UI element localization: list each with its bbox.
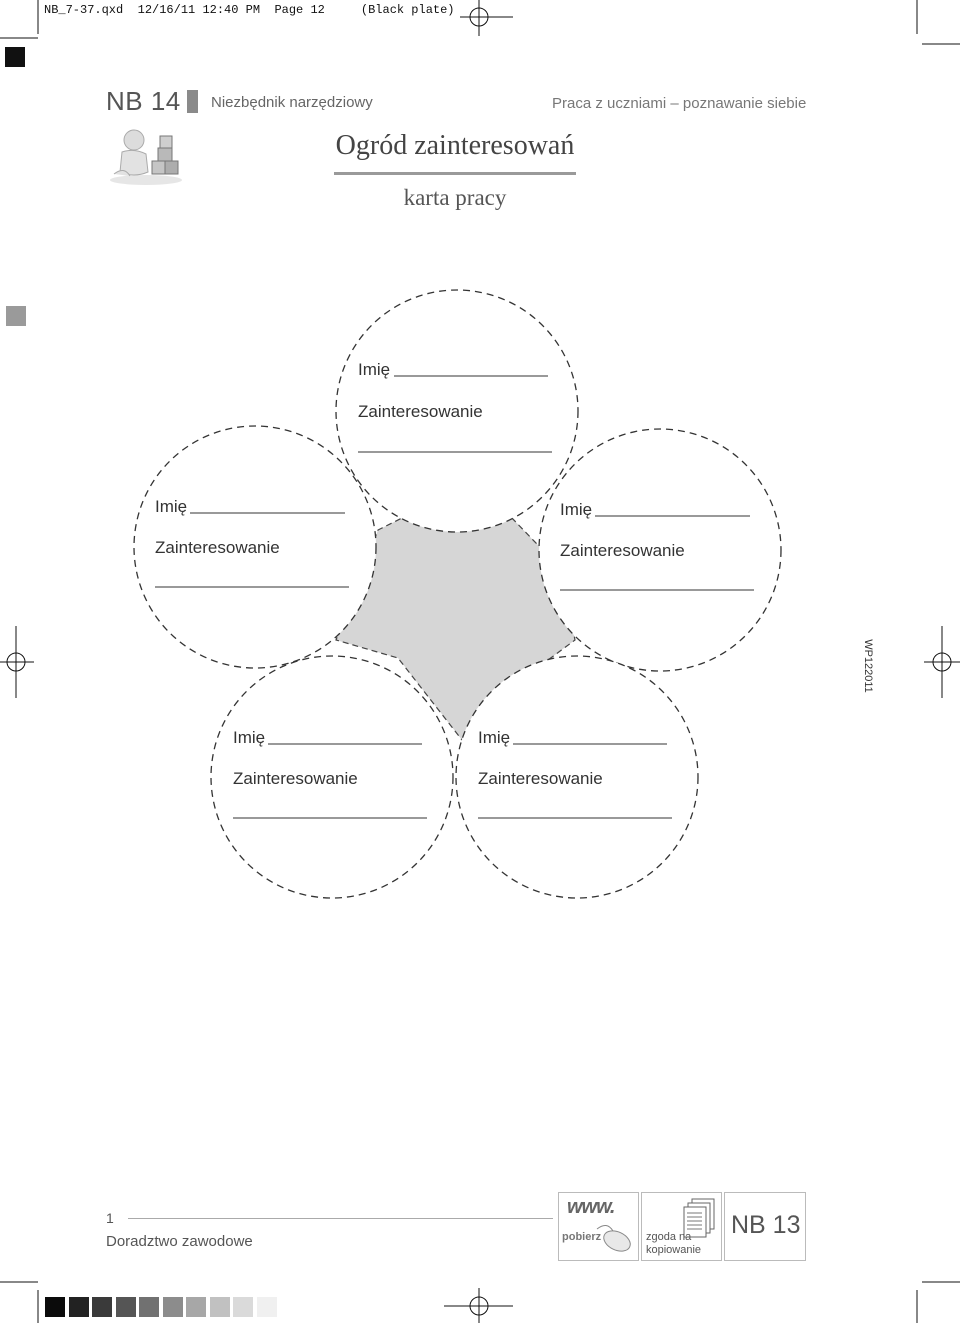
page-title: Ogród zainteresowań [335,130,575,161]
gray-square-marker [6,306,26,326]
name-label: Imię [358,360,391,379]
slug-plate: (Black plate) [360,3,455,17]
child-with-blocks-icon [110,129,182,185]
slug-time: 12:40 PM [202,3,261,17]
color-swatch [233,1297,253,1317]
writing-lines [155,375,754,819]
interest-label: Zainteresowanie [155,538,280,557]
copy-permission-box: zgoda na kopiowanie [641,1192,722,1261]
color-swatch [162,1297,183,1317]
registration-mark-icon [0,626,34,698]
name-label: Imię [155,497,188,516]
footer-rule [128,1218,553,1219]
interest-label: Zainteresowanie [560,541,685,560]
color-swatch [209,1297,230,1317]
color-swatch [115,1297,136,1317]
header-bar [187,90,198,113]
ref-code: NB 13 [731,1211,801,1239]
petal-circle-bottom-right[interactable] [455,655,699,899]
color-swatch [92,1297,112,1317]
petal-circle-left[interactable] [133,425,377,669]
slug-date: 12/16/11 [137,3,196,17]
title-underline [334,172,576,175]
color-swatch [139,1297,159,1317]
nb-code: NB 14 [106,86,181,116]
doc-type: karta pracy [403,185,507,210]
interest-label: Zainteresowanie [358,402,483,421]
copy-permission-label: zgoda na kopiowanie [646,1231,702,1256]
interest-label: Zainteresowanie [233,769,358,788]
slug-line: NB_7-37.qxd 12/16/11 12:40 PM Page 12 (B… [44,3,455,17]
color-swatch [45,1297,65,1317]
header-subtitle: Niezbędnik narzędziowy [211,94,373,111]
black-square-marker [5,47,25,67]
slug-page: Page 12 [274,3,325,17]
slug-filename: NB_7-37.qxd [44,3,124,17]
page-number: 1 [106,1210,114,1226]
ref-code-box: NB 13 [724,1192,806,1261]
www-logo: www. [567,1196,615,1218]
petal-circle-right[interactable] [538,428,782,672]
name-label: Imię [233,728,266,747]
registration-mark-icon [444,1288,513,1323]
header-section: Praca z uczniami – poznawanie siebie [552,95,807,112]
download-box[interactable]: www. pobierz [558,1192,639,1261]
petal-circle-top[interactable] [335,289,579,533]
registration-mark-icon [924,626,960,698]
registration-mark-icon [460,0,513,36]
mouse-icon [596,1225,631,1252]
name-label: Imię [478,728,511,747]
download-label: pobierz [562,1231,602,1243]
copy-pages-icon [683,1198,715,1238]
petal-circle-bottom-left[interactable] [210,655,454,899]
color-swatch [68,1297,89,1317]
interest-label: Zainteresowanie [478,769,603,788]
footer-section: Doradztwo zawodowe [106,1233,253,1250]
color-swatch [256,1297,277,1317]
color-swatch [186,1297,206,1317]
name-label: Imię [560,500,593,519]
